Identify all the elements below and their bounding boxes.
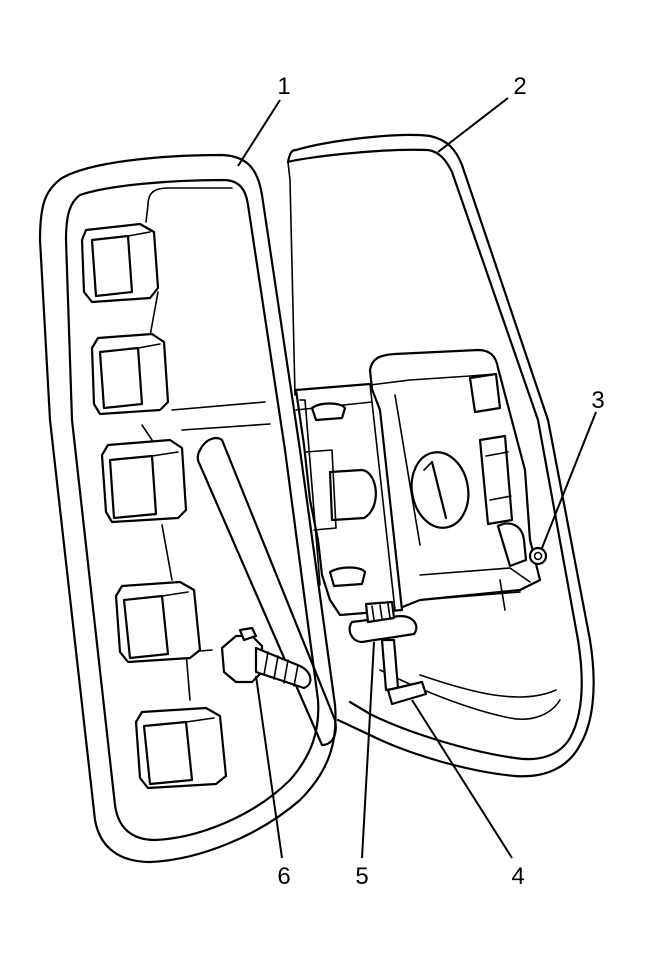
callout-3: 3 (591, 387, 604, 414)
callout-leaders (237, 97, 597, 859)
retaining-clip (80, 222, 160, 304)
mounting-screw (220, 626, 312, 690)
retaining-clip (114, 580, 202, 664)
mirror-actuator-mount (294, 348, 548, 706)
mirror-housing (286, 133, 595, 778)
callout-6: 6 (277, 863, 290, 890)
retaining-clip (100, 438, 188, 524)
callout-4: 4 (511, 863, 524, 890)
retaining-clip (134, 706, 228, 790)
callout-1: 1 (277, 73, 290, 100)
callout-2: 2 (513, 73, 526, 100)
callout-5: 5 (355, 863, 368, 890)
retaining-clip (90, 332, 170, 416)
